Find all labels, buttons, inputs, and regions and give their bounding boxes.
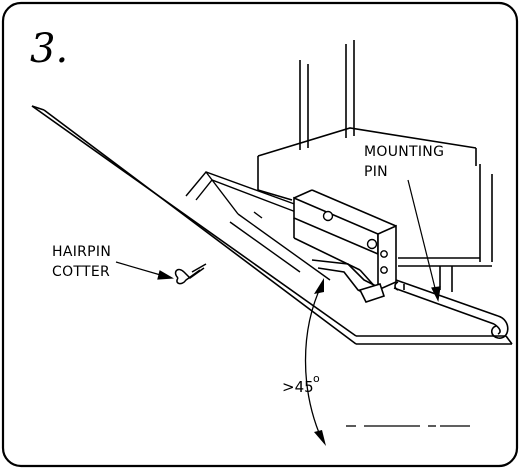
label-mounting: MOUNTING: [364, 144, 444, 160]
bracket-bolts: [322, 210, 388, 274]
angle-dimension: [304, 283, 470, 441]
hairpin-leader: [115, 261, 174, 280]
door-rail: [185, 171, 331, 281]
hairpin-cotter: [174, 263, 207, 285]
mounting-pin: [393, 279, 509, 339]
cabinet-body: [257, 40, 493, 292]
label-hairpin: HAIRPIN: [52, 244, 111, 260]
hinge-bracket: [293, 189, 397, 303]
label-cotter: COTTER: [52, 264, 110, 280]
door-panel: [31, 105, 513, 345]
angle-degree-symbol: o: [313, 372, 320, 385]
label-pin: PIN: [364, 164, 388, 180]
angle-label: >45: [282, 378, 314, 396]
angle-arrowheads: [314, 278, 326, 446]
mounting-pin-leader: [407, 179, 441, 302]
step-number: 3.: [30, 26, 68, 72]
